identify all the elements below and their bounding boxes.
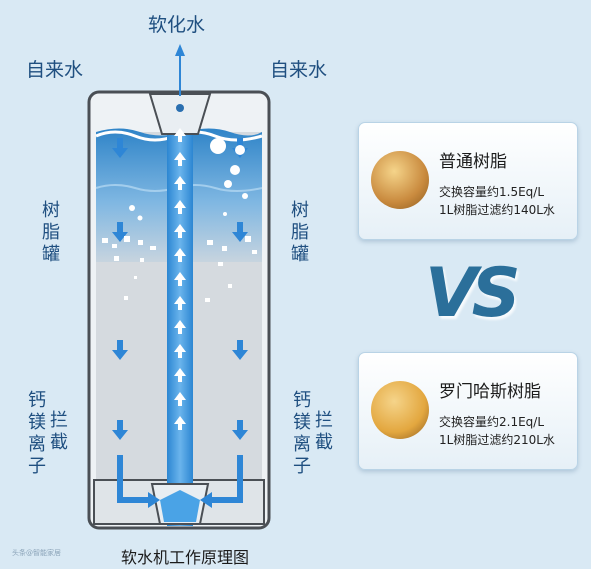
up-arrow — [174, 344, 186, 358]
resin-tank-right-label: 树 脂 罐 — [291, 200, 309, 266]
up-arrow — [174, 200, 186, 214]
resin-tank-right-char: 罐 — [291, 244, 309, 265]
down-arrow — [112, 420, 128, 440]
up-arrow — [174, 368, 186, 382]
right-return-arrow — [210, 455, 243, 503]
softened-water-label: 软化水 — [148, 14, 206, 36]
ion-char: 钙 — [293, 390, 311, 411]
up-arrow — [174, 152, 186, 166]
tap-water-right-label: 自来水 — [270, 59, 328, 81]
ion-block-right-col2: 拦 截 — [315, 410, 333, 454]
resin-tank-left-char: 脂 — [42, 222, 60, 243]
ion-block-left-col1: 钙 镁 离 子 — [28, 390, 46, 478]
resin-tank-left-char: 罐 — [42, 244, 60, 265]
top-distributor — [148, 93, 212, 135]
tap-water-left-label: 自来水 — [26, 59, 84, 81]
resin-particles — [102, 236, 257, 302]
card-filtration: 1L树脂过滤约210L水 — [439, 433, 555, 447]
ion-char: 离 — [28, 434, 46, 455]
up-arrow — [174, 272, 186, 286]
ion-char: 子 — [293, 456, 311, 477]
ion-char: 镁 — [293, 412, 311, 433]
rohm-haas-resin-icon — [371, 381, 429, 439]
up-arrow — [174, 248, 186, 262]
output-arrowhead — [175, 44, 185, 56]
ion-char: 离 — [293, 434, 311, 455]
ion-char: 截 — [315, 432, 333, 453]
ion-block-left-col2: 拦 截 — [50, 410, 68, 454]
bubbles — [129, 138, 248, 221]
resin-tank-right-char: 树 — [291, 200, 309, 221]
up-arrow — [174, 296, 186, 310]
watermark: 头条@智能家居 — [12, 549, 61, 557]
ion-block-right-col1: 钙 镁 离 子 — [293, 390, 311, 478]
ion-char: 截 — [50, 432, 68, 453]
down-arrow — [232, 340, 248, 360]
ion-char: 钙 — [28, 390, 46, 411]
resin-tank-right-char: 脂 — [291, 222, 309, 243]
ion-char: 拦 — [315, 410, 333, 431]
up-arrow — [174, 416, 186, 430]
resin-tank-left-char: 树 — [42, 200, 60, 221]
up-arrow — [174, 224, 186, 238]
card-rohm-haas-resin: 罗门哈斯树脂 交换容量约2.1Eq/L 1L树脂过滤约210L水 — [358, 352, 578, 470]
diagram-caption: 软水机工作原理图 — [120, 548, 249, 567]
down-arrow — [232, 420, 248, 440]
up-arrow — [174, 392, 186, 406]
ion-char: 镁 — [28, 412, 46, 433]
card-capacity: 交换容量约1.5Eq/L — [439, 185, 545, 199]
up-arrow — [174, 320, 186, 334]
standard-resin-icon — [371, 151, 429, 209]
riser-pipe — [167, 96, 193, 526]
card-filtration: 1L树脂过滤约140L水 — [439, 203, 555, 217]
card-title: 罗门哈斯树脂 — [439, 382, 541, 402]
resin-tank-left-label: 树 脂 罐 — [42, 200, 60, 266]
up-arrow — [174, 128, 186, 142]
down-arrow — [112, 340, 128, 360]
card-title: 普通树脂 — [439, 152, 507, 172]
ion-char: 拦 — [50, 410, 68, 431]
up-arrows — [174, 128, 186, 430]
down-arrow — [232, 222, 248, 242]
up-arrow — [174, 176, 186, 190]
down-arrow — [112, 138, 128, 158]
card-standard-resin: 普通树脂 交换容量约1.5Eq/L 1L树脂过滤约140L水 — [358, 122, 578, 240]
vs-graphic: VS — [425, 254, 521, 333]
card-capacity: 交换容量约2.1Eq/L — [439, 415, 545, 429]
ion-char: 子 — [28, 456, 46, 477]
left-return-arrow — [117, 455, 150, 503]
